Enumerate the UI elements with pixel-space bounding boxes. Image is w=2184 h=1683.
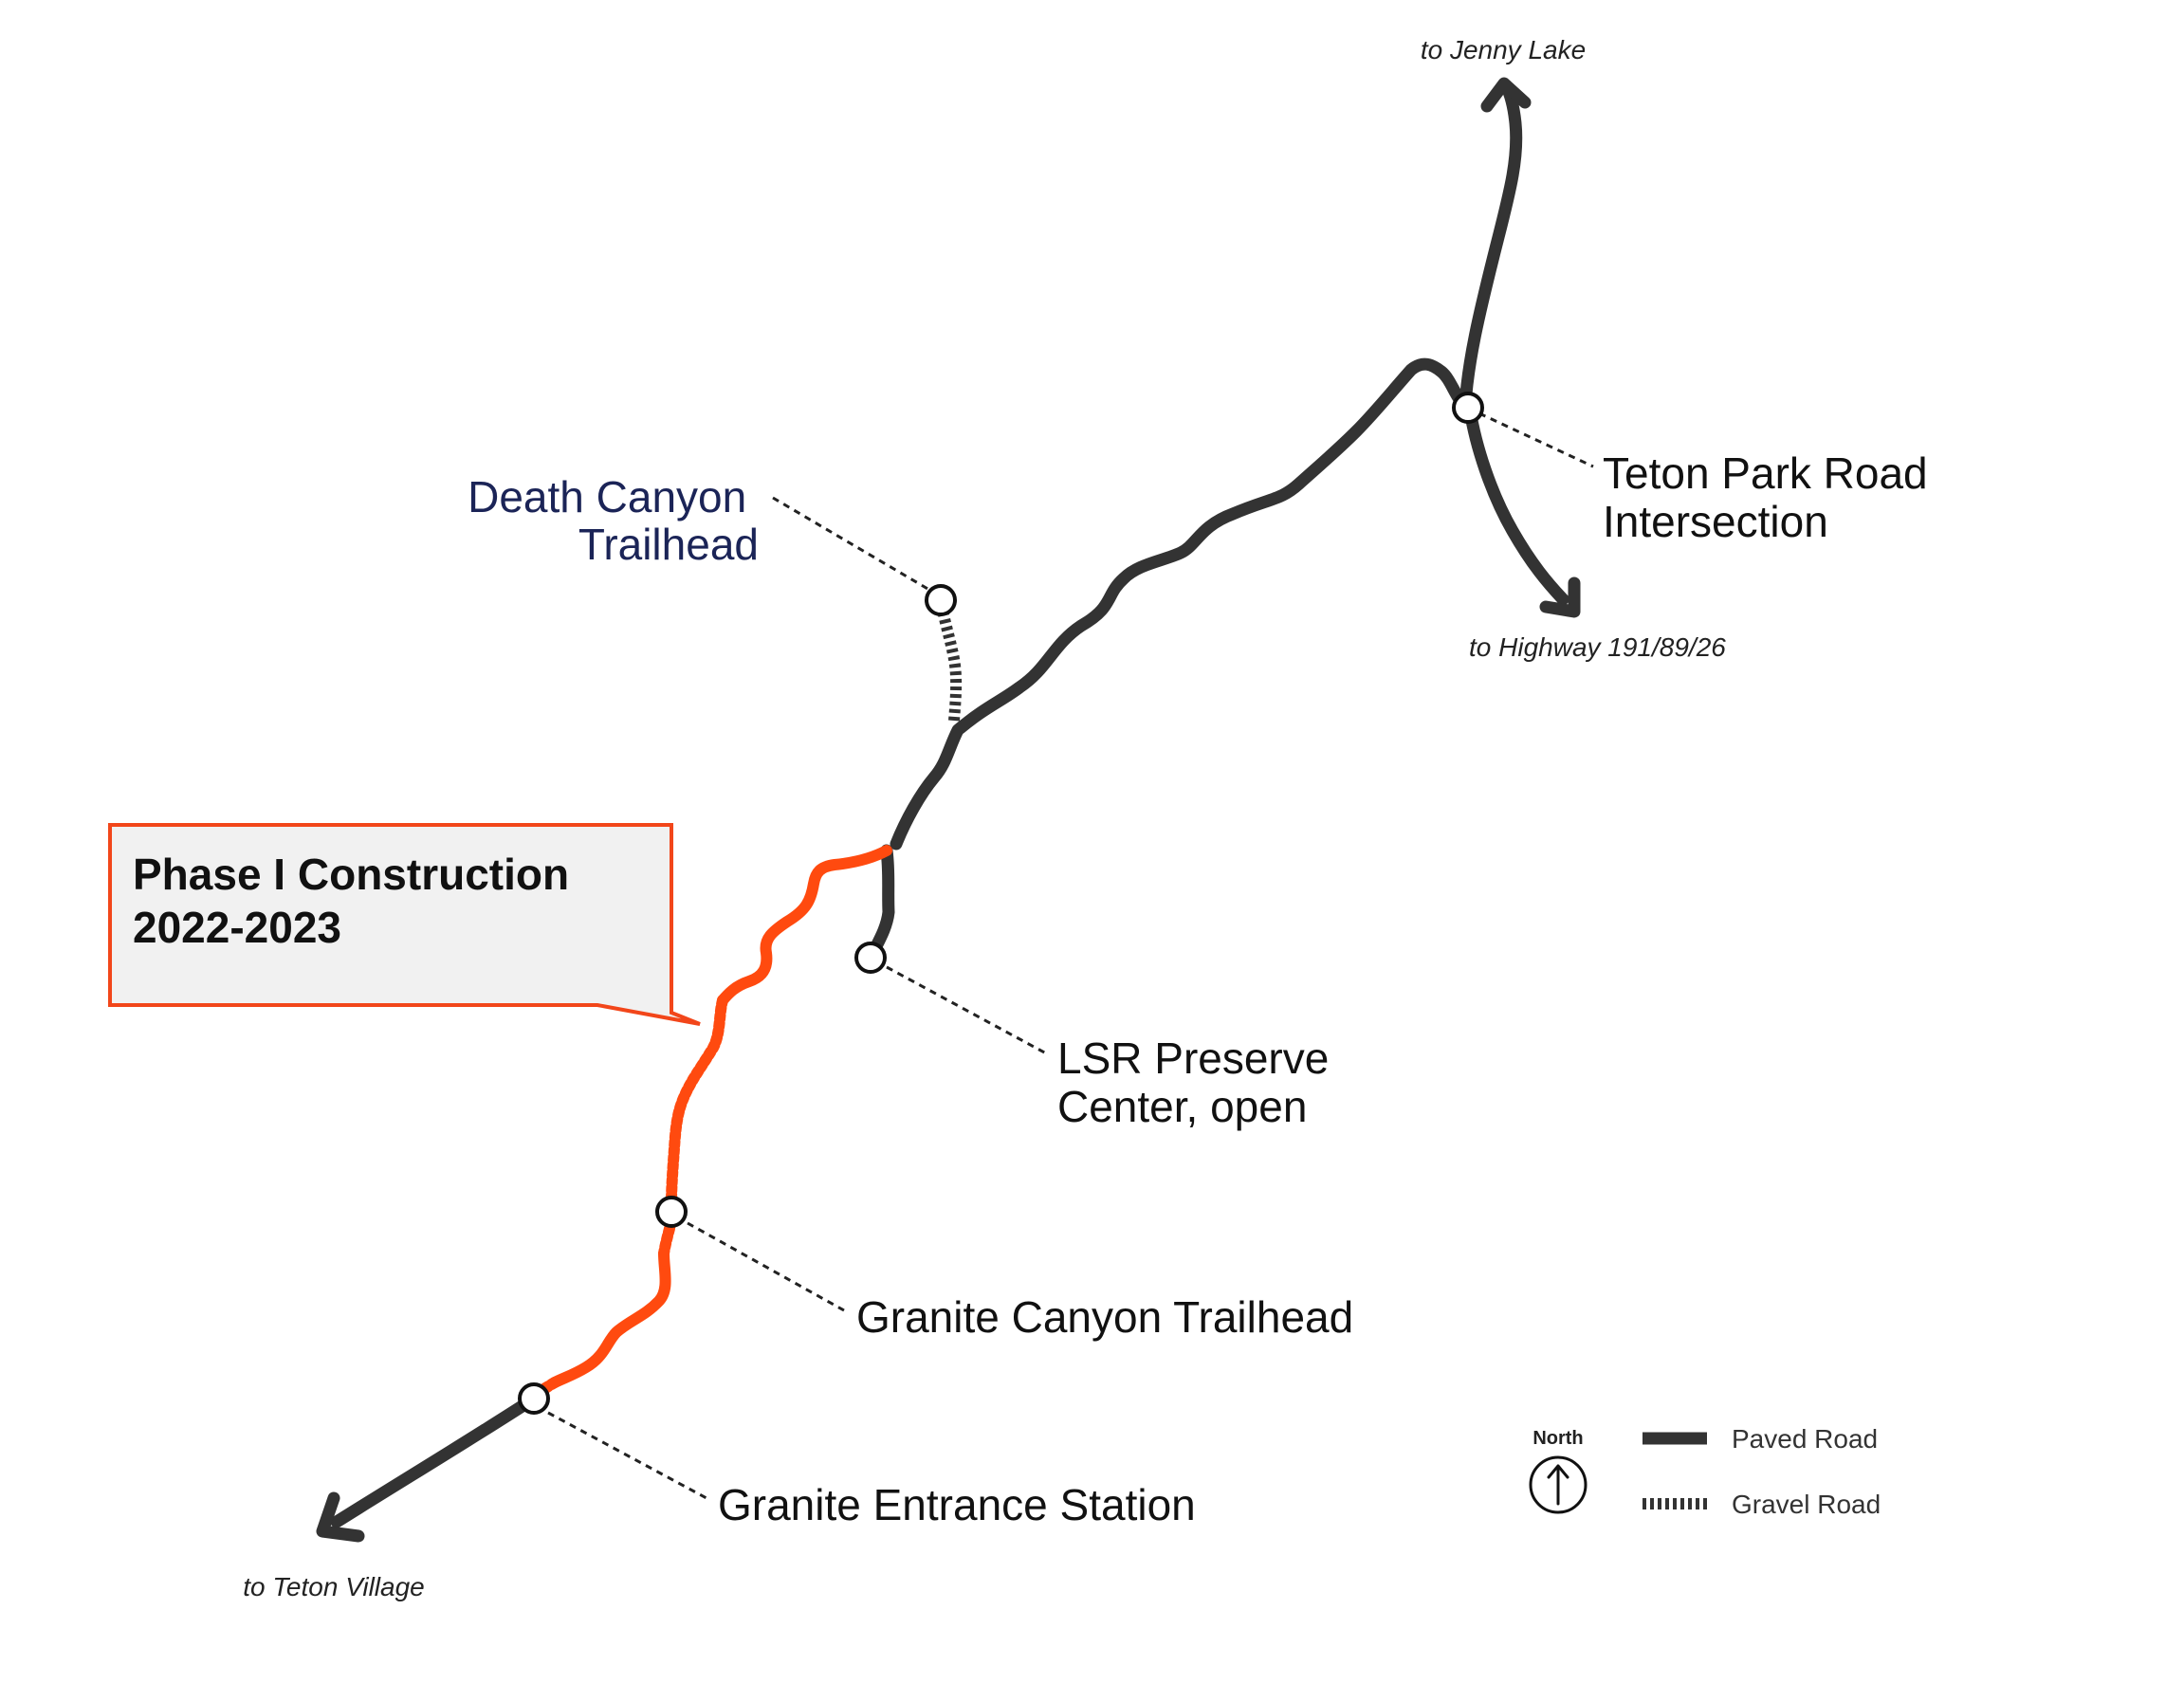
label-to-jenny-lake: to Jenny Lake <box>1421 35 1586 64</box>
arrowhead-south <box>316 1491 365 1543</box>
direction-labels: to Jenny Lake to Highway 191/89/26 to Te… <box>243 35 1726 1601</box>
label-granite-canyon: Granite Canyon Trailhead <box>856 1292 1353 1342</box>
stops <box>518 392 1484 1415</box>
arrowhead-east <box>1539 576 1581 618</box>
place-labels: Teton Park Road Intersection Death Canyo… <box>468 448 1939 1529</box>
label-to-highway: to Highway 191/89/26 <box>1469 632 1726 662</box>
north-arrow-icon <box>1529 1455 1588 1514</box>
paved-road-teton-village <box>330 1392 541 1528</box>
label-to-teton-village: to Teton Village <box>243 1572 425 1601</box>
label-teton-park-road: Teton Park Road Intersection <box>1603 448 1939 546</box>
callout-title: Phase I Construction 2022-2023 <box>133 850 581 952</box>
callout-box <box>108 823 701 1026</box>
road-arrowheads <box>316 77 1581 1543</box>
stop-granite-canyon[interactable] <box>655 1196 688 1228</box>
paved-road-jenny-lake <box>1459 79 1523 412</box>
label-lsr-preserve: LSR Preserve Center, open <box>1057 1034 1341 1131</box>
paved-road-lsr-spur <box>864 844 895 964</box>
construction-gravel-mid <box>666 995 728 1208</box>
construction-paved-south <box>549 1248 671 1388</box>
paved-road-highway <box>1463 403 1569 606</box>
leader-death-canyon <box>772 496 930 592</box>
gravel-road-death-canyon <box>938 613 963 722</box>
leader-lsr <box>886 965 1049 1056</box>
construction-paved-north <box>717 845 892 1006</box>
arrowhead-north <box>1480 77 1532 113</box>
legend: North Paved Road Gravel Road <box>1529 1424 1881 1519</box>
phase-callout: Phase I Construction 2022-2023 <box>108 823 701 1026</box>
leader-lines <box>547 412 1594 1500</box>
stop-granite-entrance[interactable] <box>518 1382 550 1415</box>
stop-lsr-preserve[interactable] <box>854 942 887 974</box>
leader-teton-park <box>1478 412 1594 468</box>
north-label: North <box>1532 1428 1583 1449</box>
legend-paved-label: Paved Road <box>1732 1424 1878 1454</box>
label-granite-entrance: Granite Entrance Station <box>718 1480 1196 1529</box>
leader-granite-entrance <box>547 1411 707 1500</box>
paved-roads <box>330 79 1569 1528</box>
leader-granite-canyon <box>687 1221 845 1312</box>
legend-gravel-label: Gravel Road <box>1732 1490 1881 1519</box>
label-death-canyon: Death Canyon Trailhead <box>468 472 759 569</box>
stop-teton-park-road[interactable] <box>1452 392 1484 424</box>
stop-death-canyon[interactable] <box>925 584 957 616</box>
paved-road-main <box>890 357 1472 851</box>
